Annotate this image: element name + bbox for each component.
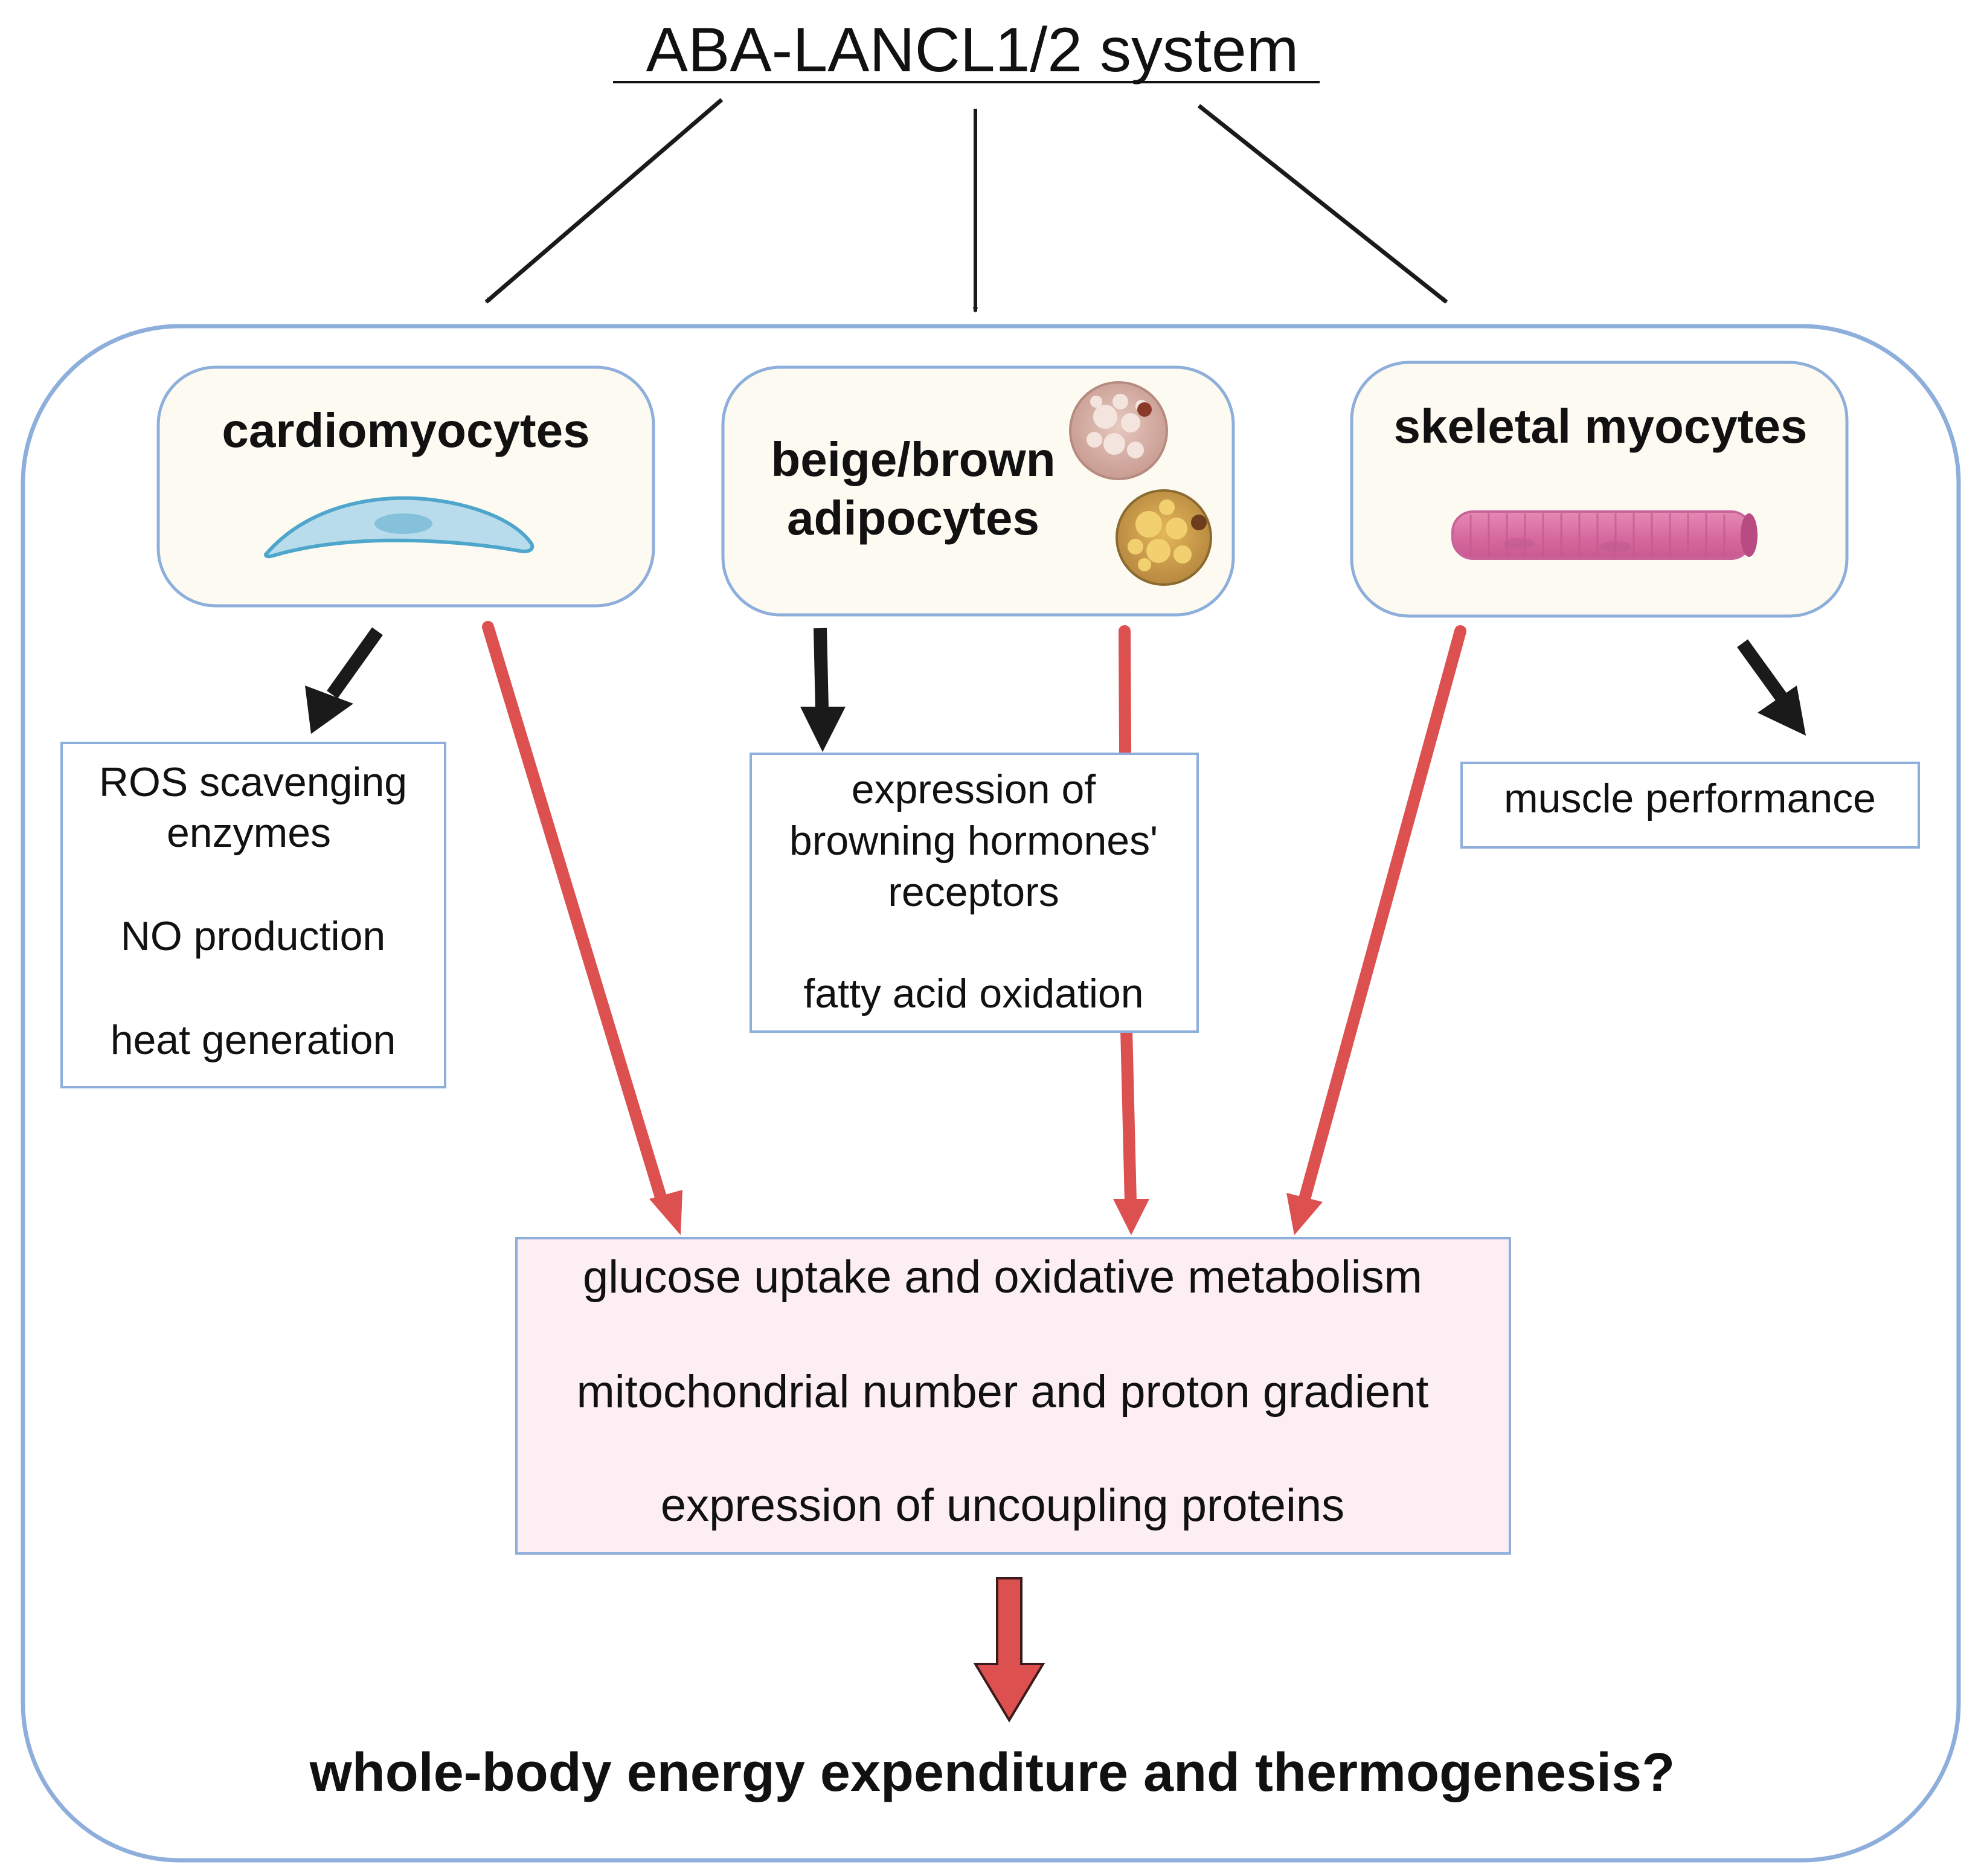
brown-adipocyte-icon (1116, 489, 1212, 586)
adipocytes-label-line2: adipocytes (787, 491, 1039, 545)
shared-effects-box: glucose uptake and oxidative metabolism … (515, 1237, 1511, 1555)
cardio-effect-line3: NO production (121, 913, 385, 959)
arrow-cardio-to-effects (305, 627, 383, 734)
red-arrow-cardio-to-shared (482, 621, 682, 1235)
cardio-effects-box: ROS scavenging enzymes NO production hea… (60, 742, 446, 1088)
diagram-title: ABA-LANCL1/2 system (646, 15, 1299, 85)
skeletal-label: skeletal myocytes (1394, 399, 1808, 453)
shared-effect-line2: mitochondrial number and proton gradient (576, 1366, 1428, 1418)
cardio-effect-line2: enzymes (167, 810, 331, 856)
skeletal-box: skeletal myocytes (1350, 361, 1849, 618)
cardiomyocyte-icon (263, 496, 535, 559)
outcome-text: whole-body energy expenditure and thermo… (309, 1743, 1675, 1803)
adipo-effect-line1: expression of (852, 766, 1096, 812)
cardio-effect-line4: heat generation (111, 1017, 396, 1063)
beige-adipocyte-icon (1069, 381, 1168, 480)
arrow-adipo-to-effects (800, 628, 846, 752)
adipo-effect-line4: fatty acid oxidation (803, 971, 1143, 1017)
shared-effect-line3: expression of uncoupling proteins (661, 1480, 1344, 1531)
adipo-effects-box: expression of browning hormones' recepto… (750, 753, 1199, 1033)
cardiomyocytes-box: cardiomyocytes (156, 365, 655, 608)
arrow-title-to-cardiomyocytes (484, 98, 724, 304)
adipocytes-box: beige/brown adipocytes (721, 365, 1235, 617)
red-arrow-adipo-to-shared (1113, 1029, 1149, 1235)
adipo-effect-line3: receptors (888, 869, 1059, 915)
skeletal-effects-box: muscle performance (1460, 762, 1920, 849)
skeletal-effect-line1: muscle performance (1504, 776, 1876, 821)
adipo-effect-line2: browning hormones' (789, 818, 1158, 864)
arrow-skeletal-to-effects (1737, 639, 1806, 736)
cardio-effect-line1: ROS scavenging (99, 759, 407, 805)
outer-container (21, 324, 1961, 1863)
red-arrow-skeletal-to-shared (1286, 625, 1466, 1235)
cardiomyocytes-label: cardiomyocytes (222, 403, 589, 457)
arrow-title-to-skeletal (1197, 104, 1448, 304)
adipocytes-label-line1: beige/brown (771, 432, 1055, 486)
outcome-arrow (973, 1577, 1045, 1723)
skeletal-muscle-icon (1451, 510, 1758, 560)
shared-effect-line1: glucose uptake and oxidative metabolism (583, 1251, 1422, 1303)
